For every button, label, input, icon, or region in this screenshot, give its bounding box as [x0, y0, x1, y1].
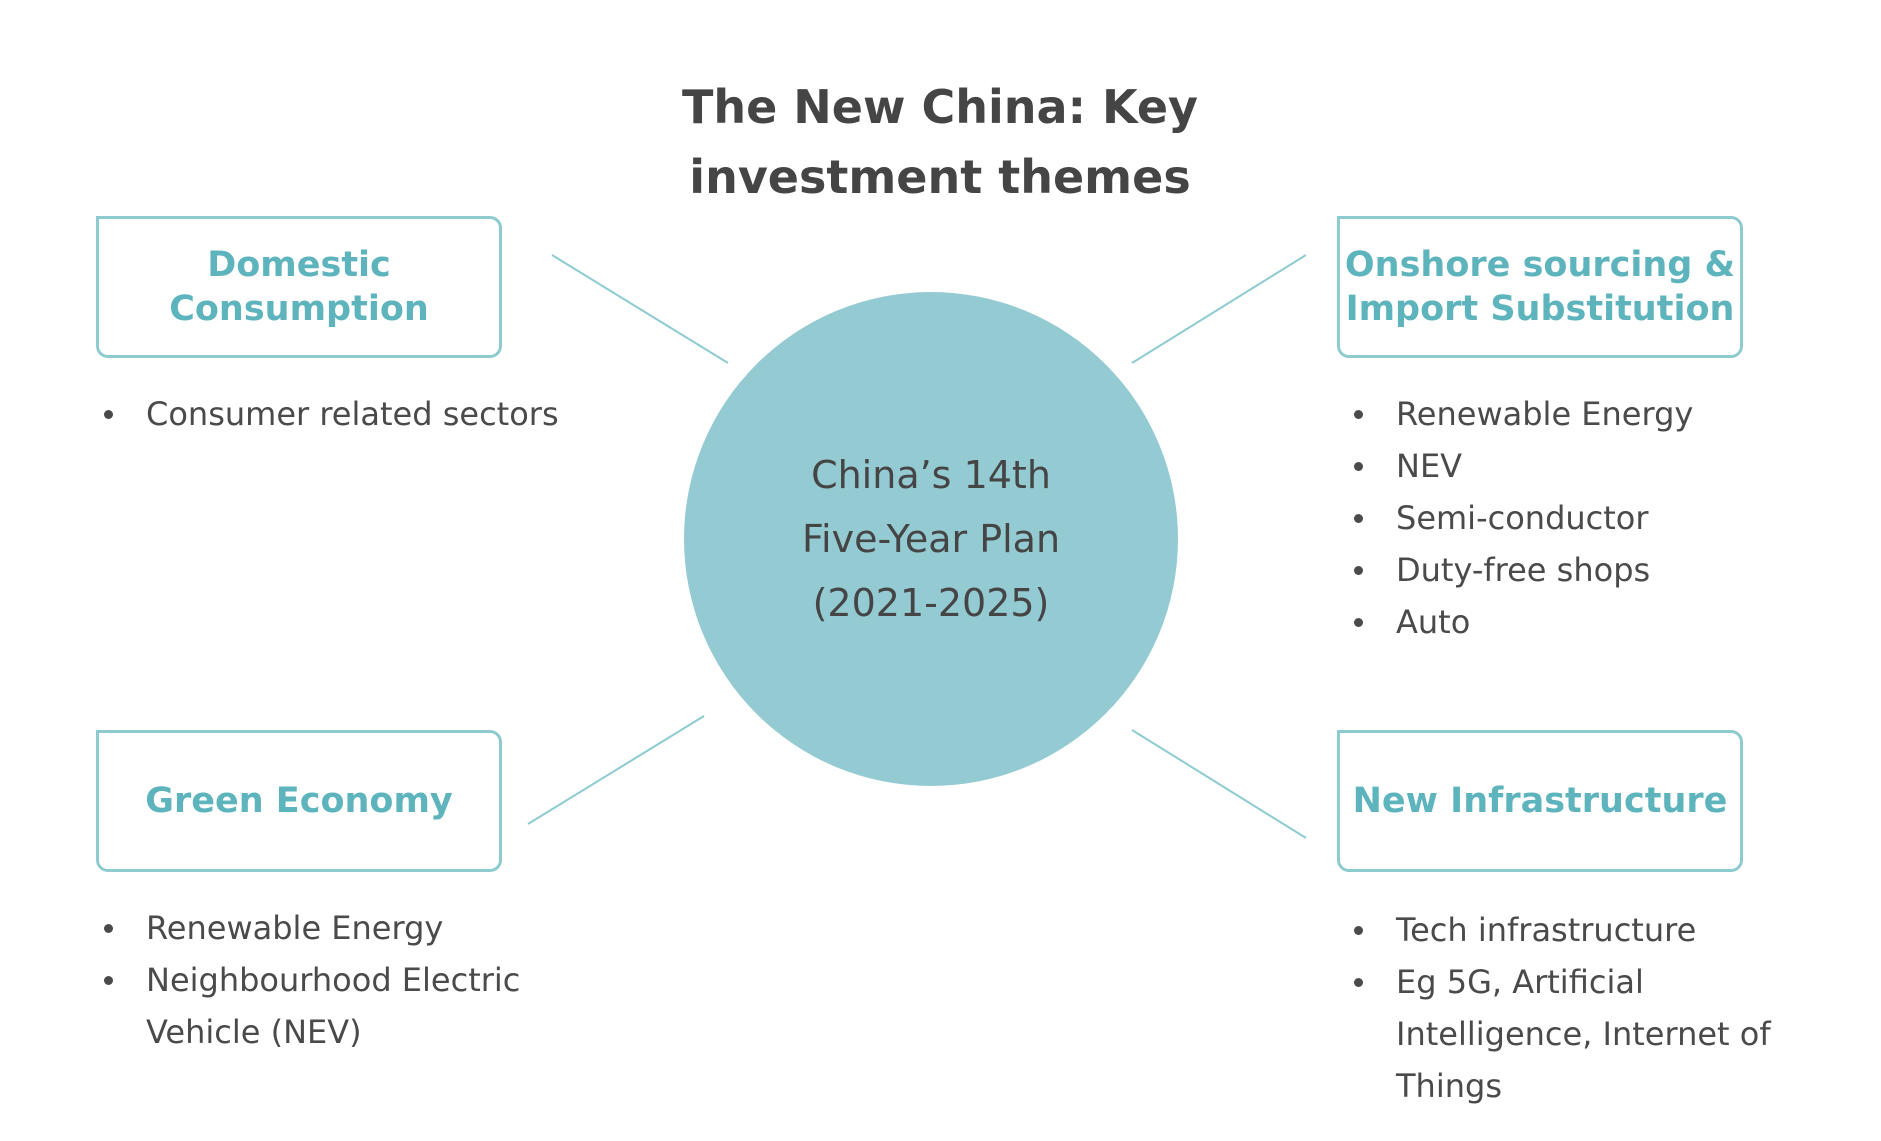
- list-item: Eg 5G, Artificial Intelligence, Internet…: [1348, 956, 1848, 1112]
- theme-bullets-domestic-consumption: Consumer related sectors: [98, 388, 618, 440]
- theme-title: New Infrastructure: [1352, 781, 1728, 821]
- theme-title: Domestic Consumption: [169, 245, 429, 329]
- theme-box-green-economy: Green Economy: [96, 730, 502, 872]
- connector-bottom-left: [527, 715, 705, 825]
- list-item: Tech infrastructure: [1348, 904, 1848, 956]
- list-item: Semi-conductor: [1348, 492, 1868, 544]
- theme-title: Green Economy: [145, 781, 453, 821]
- list-item: Consumer related sectors: [98, 388, 618, 440]
- list-item: Duty-free shops: [1348, 544, 1868, 596]
- list-item: Auto: [1348, 596, 1868, 648]
- theme-box-new-infrastructure: New Infrastructure: [1337, 730, 1743, 872]
- center-circle: China’s 14th Five-Year Plan (2021-2025): [684, 292, 1178, 786]
- connector-bottom-right: [1131, 729, 1307, 839]
- diagram-title: The New China: Key investment themes: [681, 80, 1199, 204]
- theme-bullets-new-infrastructure: Tech infrastructure Eg 5G, Artificial In…: [1348, 904, 1848, 1112]
- list-item: Renewable Energy: [98, 902, 558, 954]
- connector-top-left: [551, 254, 729, 364]
- theme-box-onshore-sourcing: Onshore sourcing & Import Substitution: [1337, 216, 1743, 358]
- theme-bullets-green-economy: Renewable Energy Neighbourhood Electric …: [98, 902, 558, 1058]
- center-label: China’s 14th Five-Year Plan (2021-2025): [801, 453, 1061, 625]
- theme-title: Onshore sourcing & Import Substitution: [1344, 245, 1736, 329]
- list-item: NEV: [1348, 440, 1868, 492]
- theme-bullets-onshore-sourcing: Renewable Energy NEV Semi-conductor Duty…: [1348, 388, 1868, 648]
- list-item: Neighbourhood Electric Vehicle (NEV): [98, 954, 558, 1058]
- theme-box-domestic-consumption: Domestic Consumption: [96, 216, 502, 358]
- connector-top-right: [1131, 254, 1307, 364]
- list-item: Renewable Energy: [1348, 388, 1868, 440]
